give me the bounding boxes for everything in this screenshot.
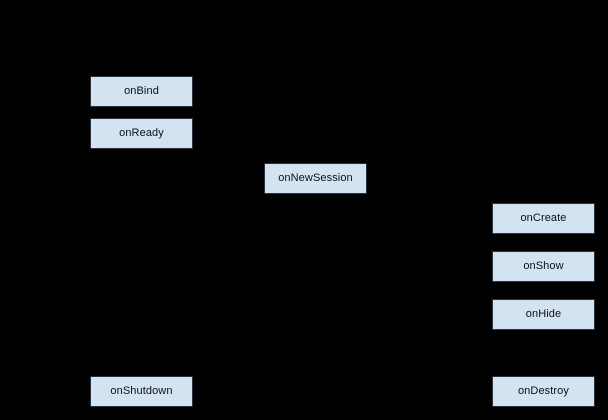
node-on-hide-label: onHide xyxy=(525,308,562,320)
node-on-shutdown-label: onShutdown xyxy=(110,385,173,397)
node-on-shutdown[interactable]: onShutdown xyxy=(90,376,193,407)
node-on-bind-label: onBind xyxy=(124,85,159,97)
node-on-destroy[interactable]: onDestroy xyxy=(492,376,595,407)
node-on-new-session-label: onNewSession xyxy=(278,172,353,184)
node-on-ready-label: onReady xyxy=(119,127,164,139)
node-on-ready[interactable]: onReady xyxy=(90,118,193,149)
node-on-destroy-label: onDestroy xyxy=(517,385,570,397)
node-on-bind[interactable]: onBind xyxy=(90,76,193,107)
node-on-show[interactable]: onShow xyxy=(492,251,595,282)
node-on-create-label: onCreate xyxy=(520,212,567,224)
node-on-hide[interactable]: onHide xyxy=(492,299,595,330)
node-on-create[interactable]: onCreate xyxy=(492,203,595,234)
node-on-new-session[interactable]: onNewSession xyxy=(264,163,367,194)
node-on-show-label: onShow xyxy=(523,260,564,272)
